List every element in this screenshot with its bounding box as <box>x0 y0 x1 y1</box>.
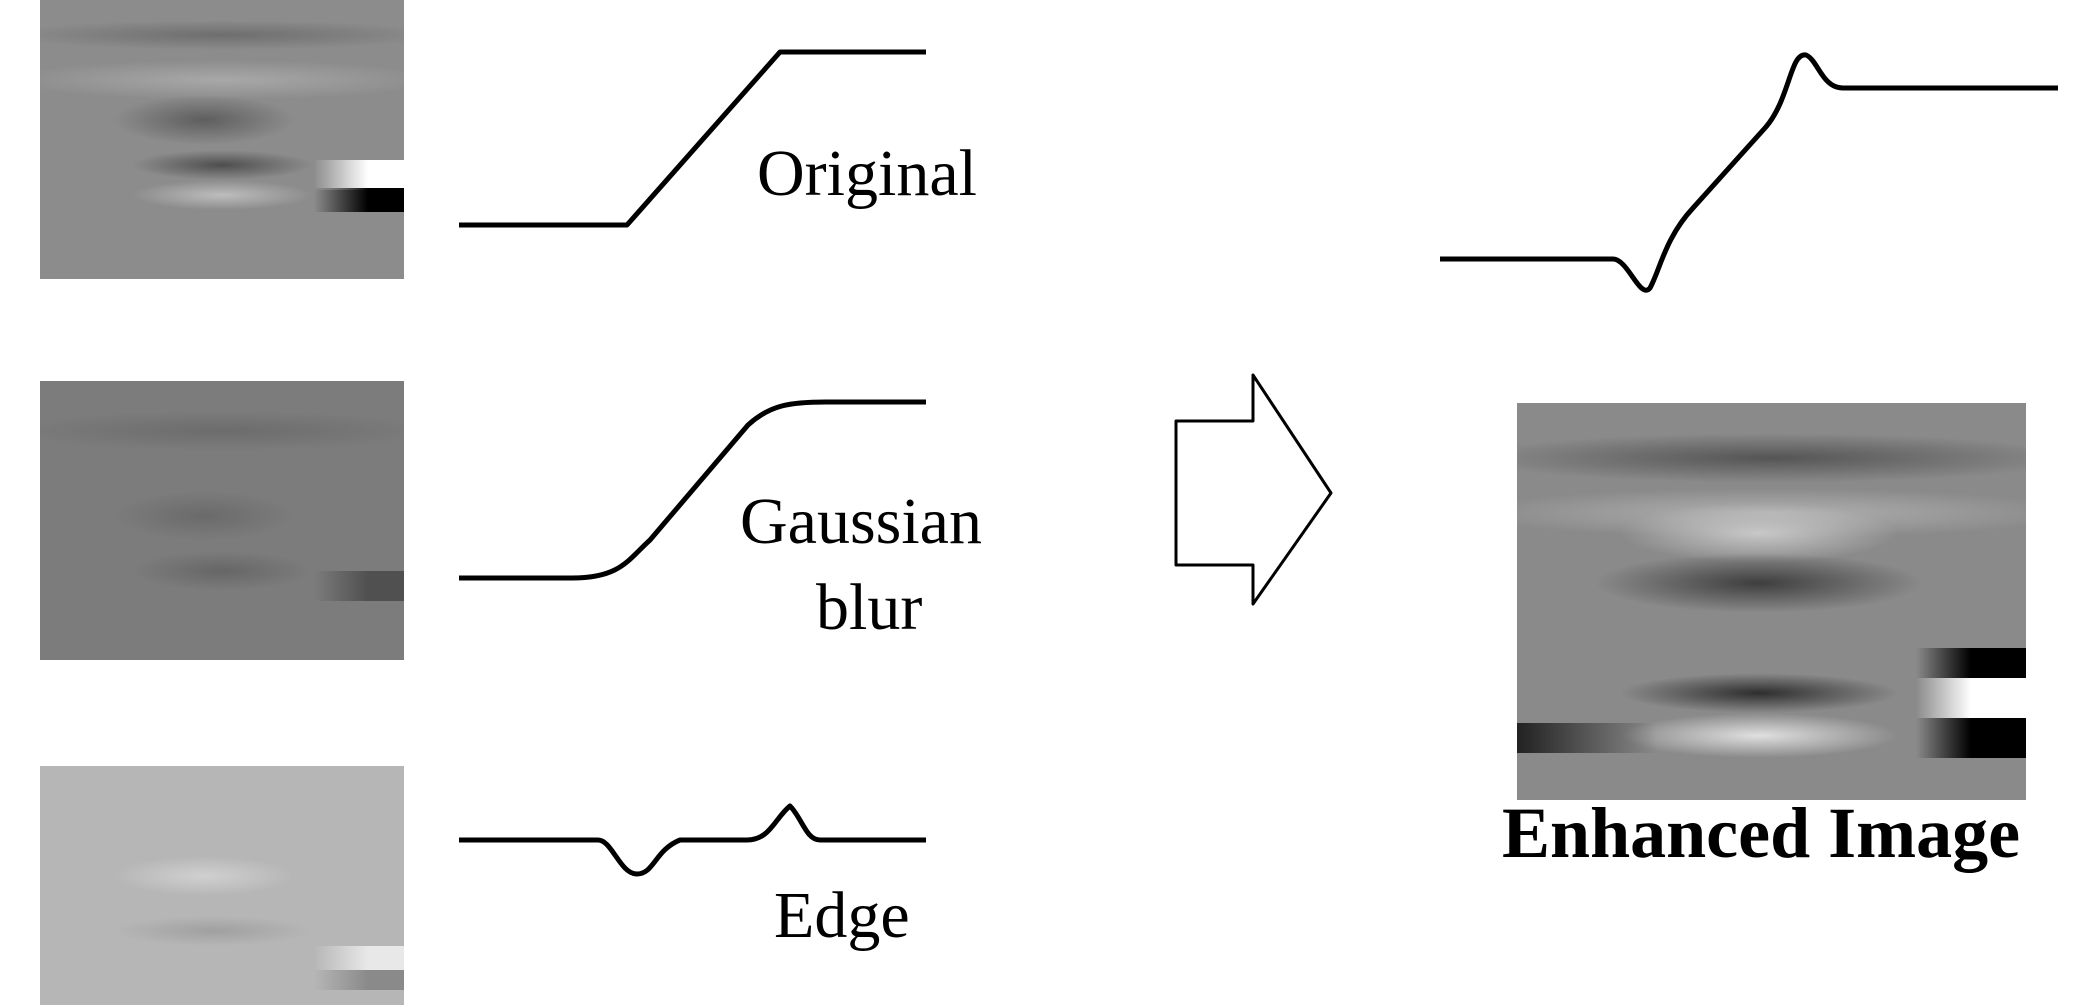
label-edge: Edge <box>774 879 910 952</box>
label-blur: blur <box>816 571 923 644</box>
gaussian-blur-curve <box>459 399 926 581</box>
enhanced-curve <box>1440 52 2058 293</box>
right-arrow-icon <box>1174 373 1333 606</box>
enhanced-image <box>1517 403 2026 800</box>
original-step-curve <box>459 49 926 228</box>
label-enhanced-image: Enhanced Image <box>1502 793 2021 873</box>
edge-curve <box>459 803 926 877</box>
label-original: Original <box>757 137 977 210</box>
original-gpr-image <box>40 0 404 279</box>
edge-image <box>40 766 404 1005</box>
gaussian-blur-image <box>40 381 404 660</box>
label-gaussian: Gaussian <box>740 485 982 558</box>
